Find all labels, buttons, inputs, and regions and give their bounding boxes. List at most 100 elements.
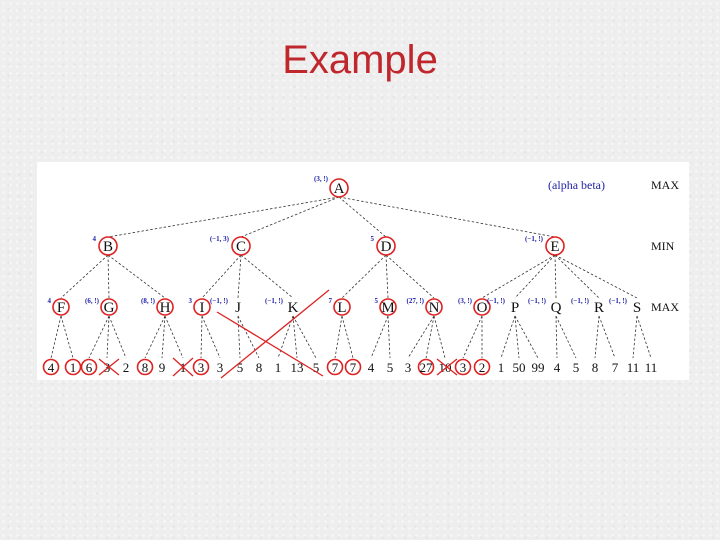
leaf-value-16: 7 — [350, 360, 357, 375]
edge-E-to-R — [554, 254, 600, 299]
leaf-value-17: 4 — [368, 360, 375, 375]
edge-O-to-leaf-22 — [462, 315, 483, 359]
node-ring-H — [156, 298, 174, 316]
leaf-ring-20 — [417, 358, 435, 376]
leaf-value-20: 27 — [420, 360, 434, 375]
edge-G-to-leaf-4 — [108, 315, 127, 359]
edge-E-to-P — [514, 254, 556, 299]
node-ring-D — [376, 236, 396, 256]
leaf-value-3: 3 — [104, 360, 111, 375]
edge-C-to-J — [237, 254, 242, 299]
ab-value-M: 5 — [375, 297, 379, 305]
node-ring-C — [231, 236, 251, 256]
edge-H-to-leaf-7 — [164, 315, 184, 359]
node-G: G — [104, 300, 115, 316]
slide-title: Example — [282, 38, 438, 82]
leaf-ring-1 — [64, 358, 82, 376]
prune-cut-5 — [220, 289, 330, 379]
edge-L-to-leaf-16 — [341, 315, 354, 359]
edge-E-to-Q — [554, 254, 557, 299]
leaf-value-24: 1 — [498, 360, 505, 375]
node-Q: Q — [551, 300, 562, 316]
level-label-1: MIN — [651, 239, 675, 253]
ab-value-N: (27, !) — [407, 297, 425, 305]
edge-F-to-leaf-1 — [60, 315, 74, 359]
leaf-ring-23 — [473, 358, 491, 376]
leaf-value-15: 7 — [332, 360, 339, 375]
leaf-value-18: 5 — [387, 360, 394, 375]
edge-S-to-leaf-32 — [636, 315, 652, 359]
ab-value-L: 7 — [329, 297, 333, 305]
leaf-ring-8 — [192, 358, 210, 376]
edge-E-to-O — [481, 254, 556, 299]
leaf-value-9: 3 — [217, 360, 224, 375]
node-ring-A — [329, 178, 349, 198]
ab-value-B: 4 — [93, 235, 97, 243]
leaf-value-27: 4 — [554, 360, 561, 375]
leaf-ring-16 — [344, 358, 362, 376]
node-O: O — [477, 300, 488, 316]
edge-root-to-B — [107, 196, 340, 238]
leaf-value-13: 13 — [291, 360, 304, 375]
leaf-value-1: 1 — [70, 360, 77, 375]
level-label-0: MAX — [651, 178, 679, 192]
node-B: B — [103, 239, 113, 255]
ab-value-A: (3, !) — [314, 175, 329, 183]
edge-root-to-D — [338, 196, 387, 238]
edge-C-to-K — [240, 254, 294, 299]
edge-J-to-leaf-10 — [237, 315, 241, 359]
node-A: A — [334, 181, 345, 197]
ab-value-E: (−1, !) — [525, 235, 544, 243]
edge-H-to-leaf-5 — [144, 315, 166, 359]
ab-value-R: (−1, !) — [571, 297, 590, 305]
edge-I-to-leaf-9 — [201, 315, 221, 359]
leaf-value-4: 2 — [123, 360, 130, 375]
edge-F-to-leaf-0 — [50, 315, 62, 359]
ab-value-S: (−1, !) — [609, 297, 628, 305]
leaf-value-11: 8 — [256, 360, 263, 375]
edge-B-to-F — [60, 254, 109, 299]
leaf-ring-15 — [326, 358, 344, 376]
node-ring-G — [100, 298, 118, 316]
ab-value-I: 3 — [189, 297, 193, 305]
edge-D-to-M — [385, 254, 389, 299]
edge-K-to-leaf-12 — [277, 315, 294, 359]
node-M: M — [381, 300, 394, 316]
prune-cut-7 — [436, 358, 458, 376]
node-ring-E — [545, 236, 565, 256]
leaf-value-5: 8 — [142, 360, 149, 375]
leaf-value-2: 6 — [86, 360, 93, 375]
prune-cut-1 — [98, 358, 120, 376]
ab-value-P: (−1, !) — [487, 297, 506, 305]
edge-C-to-I — [201, 254, 242, 299]
ab-value-G: (6, !) — [85, 297, 100, 305]
level-label-2: MAX — [651, 300, 679, 314]
node-ring-O — [473, 298, 491, 316]
ab-value-H: (8, !) — [141, 297, 156, 305]
edge-Q-to-leaf-27 — [555, 315, 558, 359]
node-ring-B — [98, 236, 118, 256]
edge-D-to-N — [385, 254, 435, 299]
leaf-value-26: 99 — [532, 360, 545, 375]
edge-Q-to-leaf-28 — [555, 315, 577, 359]
edge-B-to-H — [107, 254, 166, 299]
leaf-value-10: 5 — [237, 360, 244, 375]
ab-value-O: (3, !) — [458, 297, 473, 305]
edge-I-to-leaf-8 — [200, 315, 203, 359]
leaf-ring-0 — [42, 358, 60, 376]
node-D: D — [381, 239, 392, 255]
ab-value-D: 5 — [371, 235, 375, 243]
edge-G-to-leaf-2 — [88, 315, 110, 359]
edge-L-to-leaf-15 — [334, 315, 343, 359]
node-F: F — [57, 300, 65, 316]
edge-M-to-leaf-18 — [387, 315, 391, 359]
node-S: S — [633, 300, 641, 316]
edge-P-to-leaf-25 — [514, 315, 520, 359]
leaf-value-0: 4 — [48, 360, 55, 375]
edge-J-to-leaf-11 — [237, 315, 260, 359]
edge-B-to-G — [107, 254, 110, 299]
leaf-ring-2 — [80, 358, 98, 376]
edge-S-to-leaf-31 — [632, 315, 638, 359]
